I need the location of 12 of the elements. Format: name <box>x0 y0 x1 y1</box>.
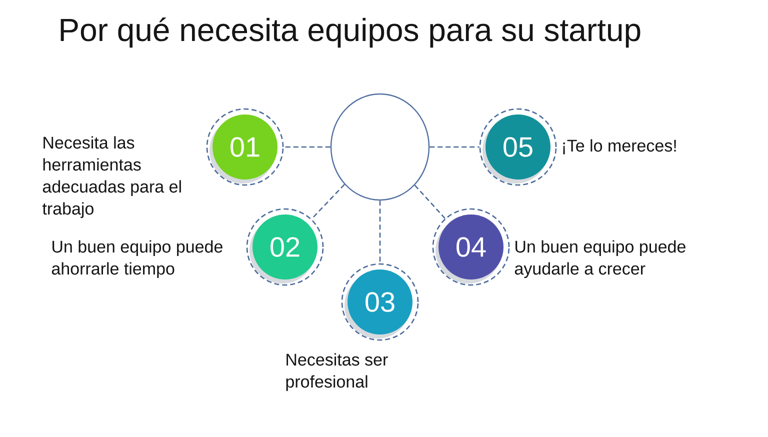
description-text: Un buen equipo puede ahorrarle tiempo <box>52 240 222 278</box>
connector-line <box>284 146 330 148</box>
center-circle <box>330 93 430 201</box>
description-text: Necesitas ser profesional <box>286 353 388 392</box>
connector-line <box>430 146 480 148</box>
connector-line <box>414 184 446 219</box>
connector-line <box>311 184 345 220</box>
description-text: Necesita las herramientas adecuadas para el trabajo <box>42 136 181 218</box>
description-text: ¡Te lo mereces! <box>563 139 676 154</box>
description-text: Un buen equipo puede ayudarle a crecer <box>514 240 686 278</box>
title: Por qué necesita equipos para su startup <box>60 17 640 48</box>
connector-line <box>379 200 381 264</box>
